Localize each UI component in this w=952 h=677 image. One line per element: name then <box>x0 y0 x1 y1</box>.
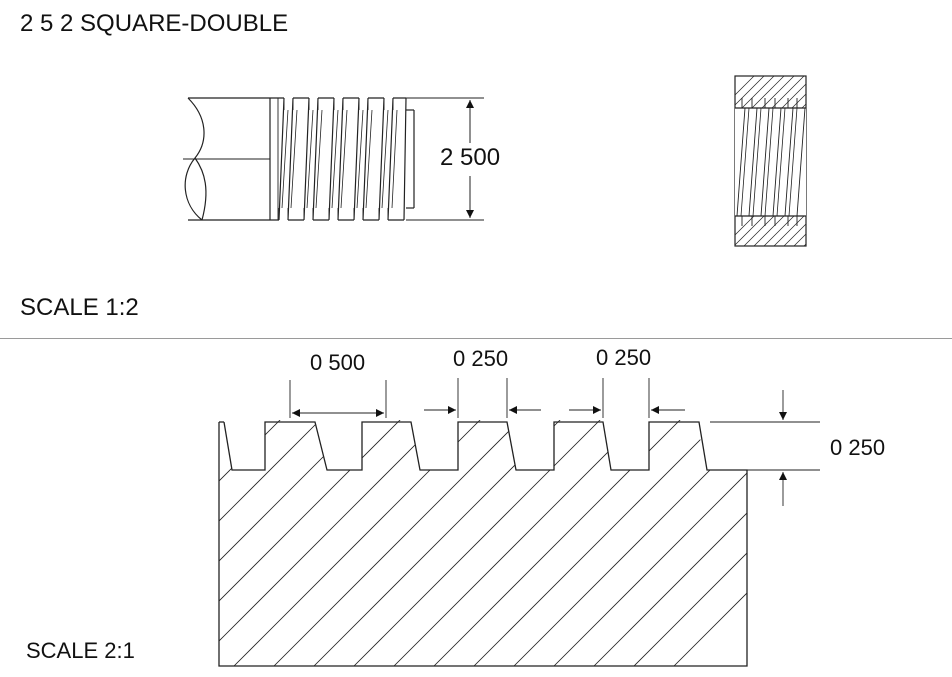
top-scale-label: SCALE 1:2 <box>20 294 139 321</box>
thread-depth-dimension-label: 0 250 <box>830 435 886 460</box>
diameter-dimension-label: 2 500 <box>440 144 501 171</box>
drawing-title: 2 5 2 SQUARE-DOUBLE <box>20 10 289 37</box>
threaded-shaft-view <box>183 97 484 221</box>
tooth-width-dimension-label: 0 250 <box>453 346 509 371</box>
detail-scale-label: SCALE 2:1 <box>26 638 135 663</box>
pitch-dimension-label: 0 500 <box>310 350 366 375</box>
groove-width-dimension-label: 0 250 <box>596 345 652 370</box>
thread-detail-view <box>218 378 820 667</box>
nut-section-view <box>734 75 807 247</box>
section-divider <box>0 338 952 339</box>
